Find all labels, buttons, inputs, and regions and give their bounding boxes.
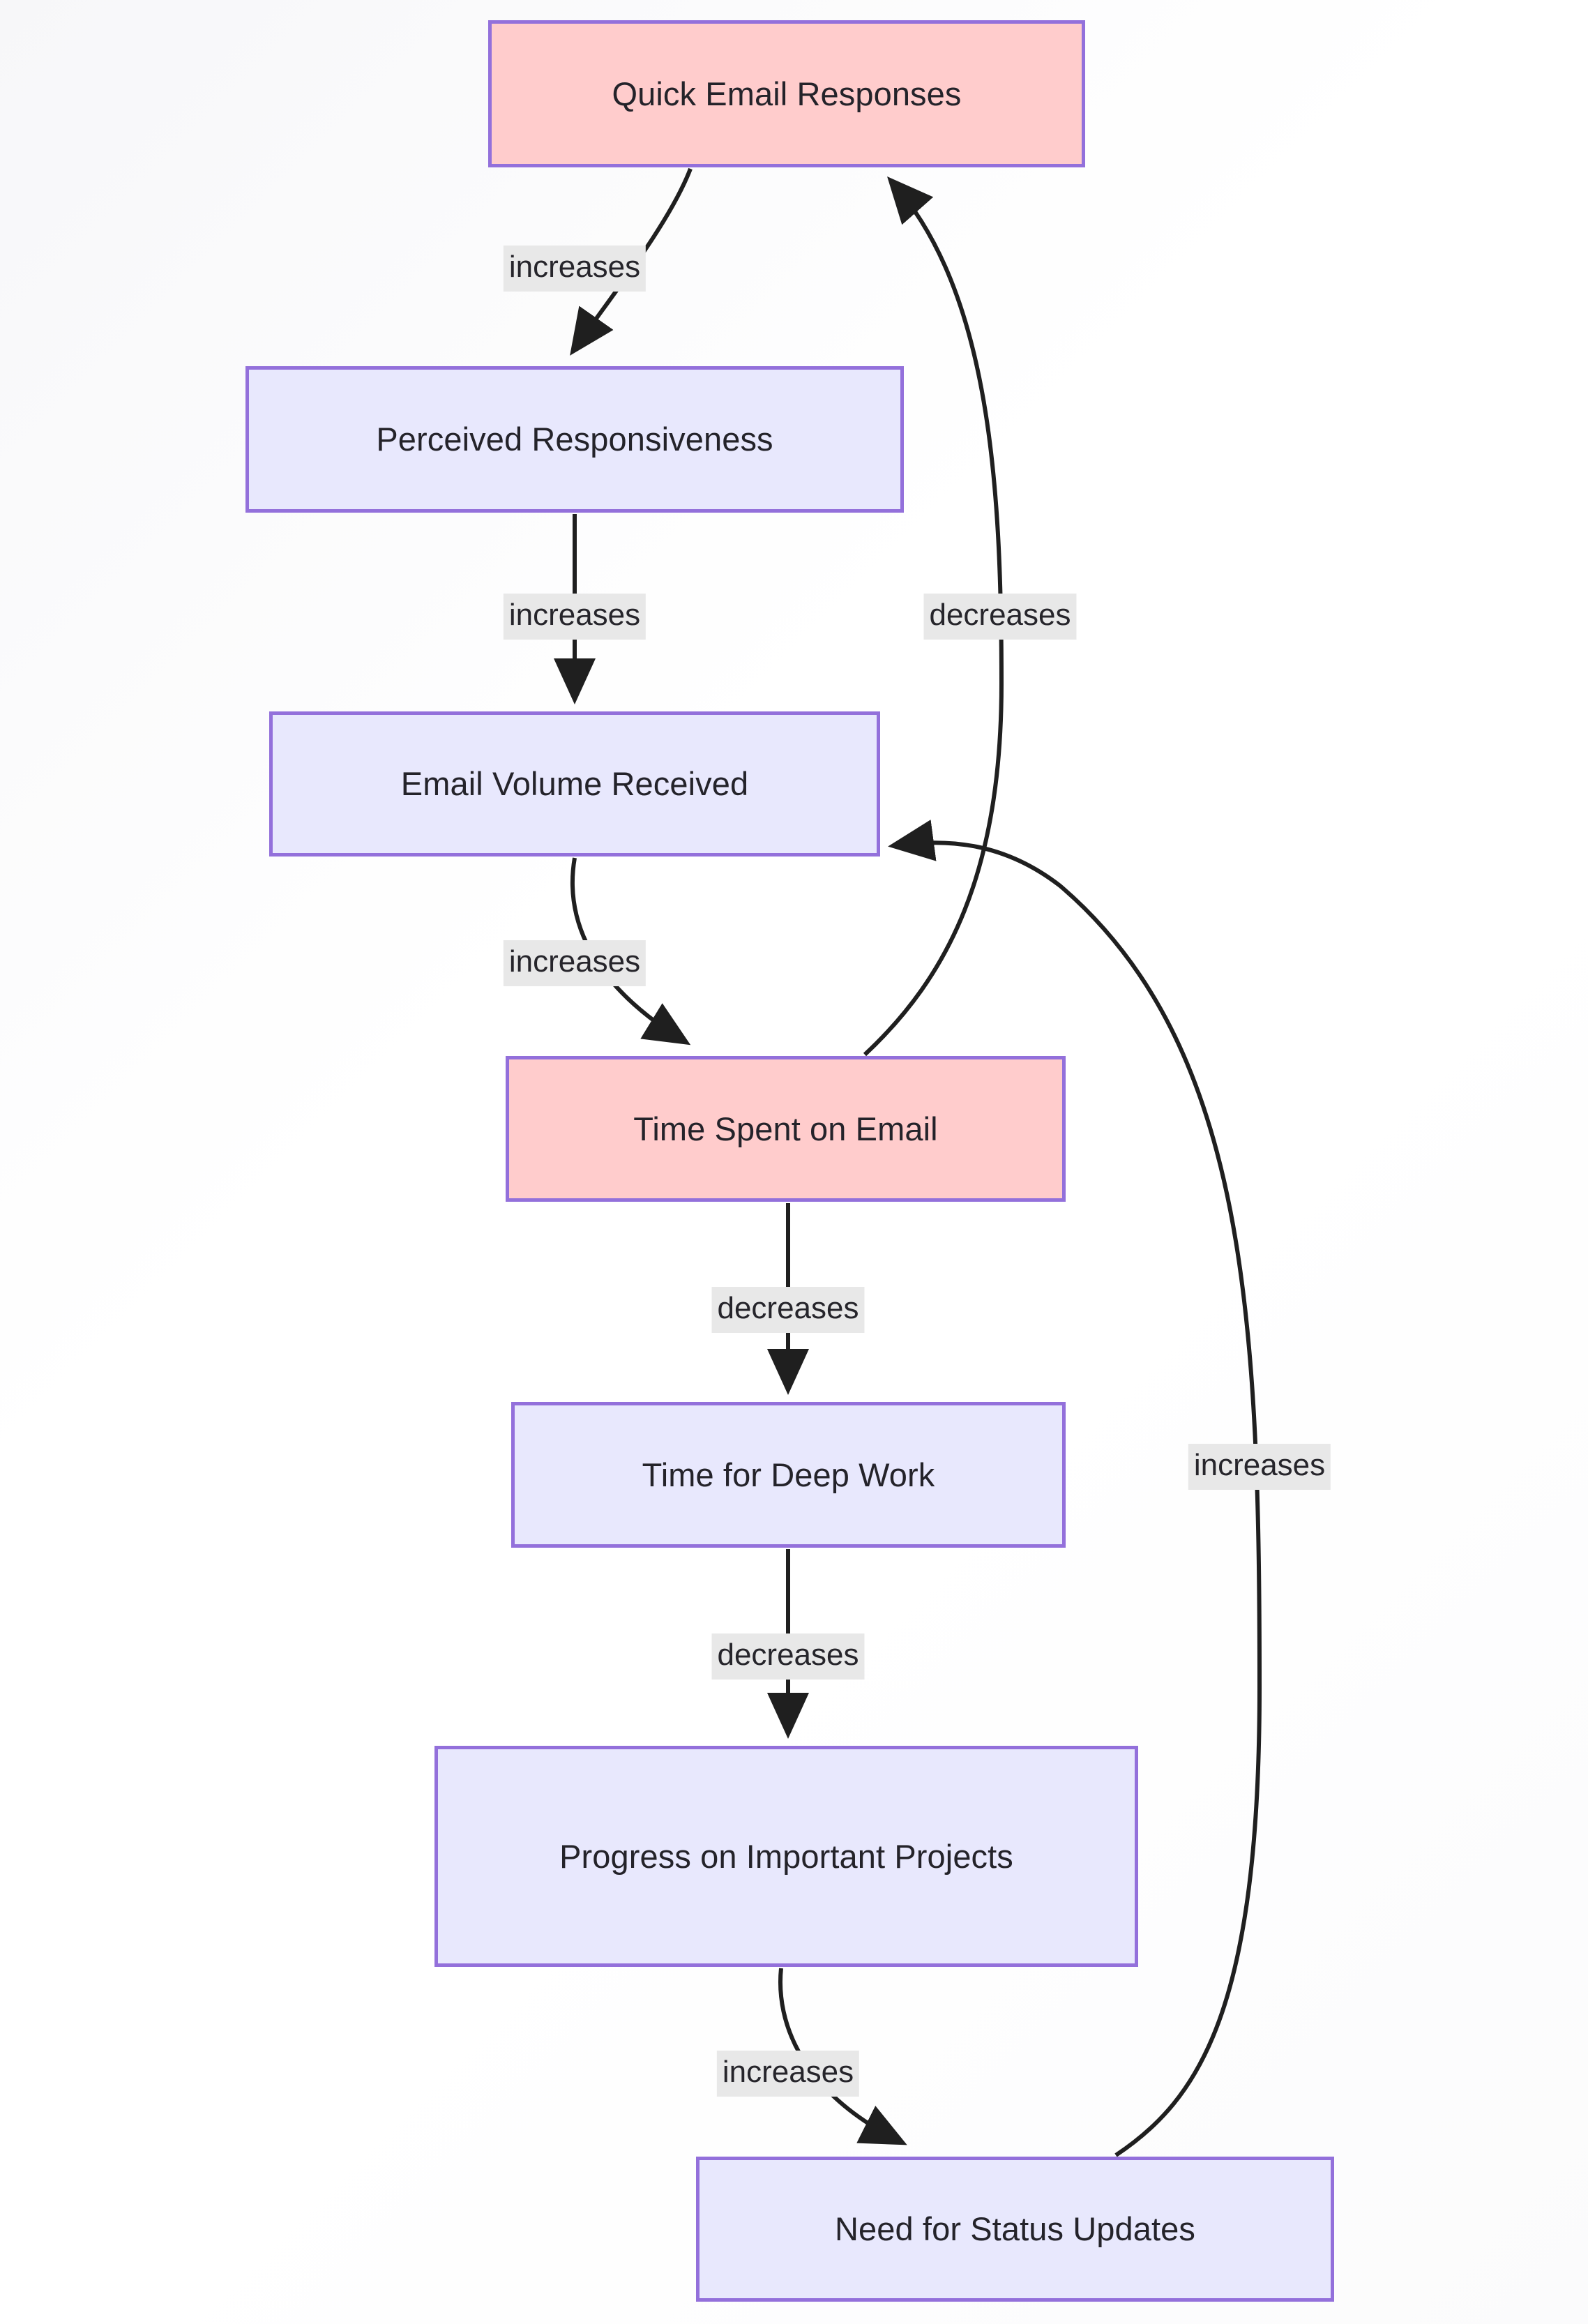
node-progress-on-important-projects[interactable]: Progress on Important Projects (434, 1746, 1138, 1967)
node-label: Quick Email Responses (612, 75, 962, 112)
node-label: Time for Deep Work (642, 1456, 935, 1493)
node-time-spent-on-email[interactable]: Time Spent on Email (506, 1056, 1066, 1202)
node-label: Email Volume Received (400, 765, 749, 803)
node-label: Progress on Important Projects (559, 1837, 1013, 1875)
edge-label-status-updates-to-volume: increases (1188, 1444, 1331, 1490)
edge-label-quick-to-perceived: increases (503, 246, 646, 292)
node-email-volume-received[interactable]: Email Volume Received (269, 711, 880, 857)
edge-label-time-spent-to-deep-work: decreases (711, 1287, 865, 1333)
node-label: Need for Status Updates (835, 2210, 1195, 2248)
edge-status-updates-to-volume (888, 820, 1262, 2157)
edge-label-deep-work-to-progress: decreases (711, 1633, 865, 1680)
node-time-for-deep-work[interactable]: Time for Deep Work (511, 1402, 1066, 1548)
edge-time-spent-to-quick (863, 176, 1004, 1057)
node-need-for-status-updates[interactable]: Need for Status Updates (696, 2157, 1334, 2302)
edge-label-time-spent-to-quick: decreases (923, 594, 1077, 640)
node-label: Time Spent on Email (633, 1110, 938, 1147)
node-perceived-responsiveness[interactable]: Perceived Responsiveness (245, 366, 904, 513)
edge-label-progress-to-status-updates: increases (716, 2051, 860, 2097)
edge-label-perceived-to-volume: increases (503, 594, 646, 640)
edge-label-volume-to-time-spent: increases (503, 940, 646, 986)
node-quick-email-responses[interactable]: Quick Email Responses (488, 20, 1085, 167)
node-label: Perceived Responsiveness (376, 421, 773, 458)
